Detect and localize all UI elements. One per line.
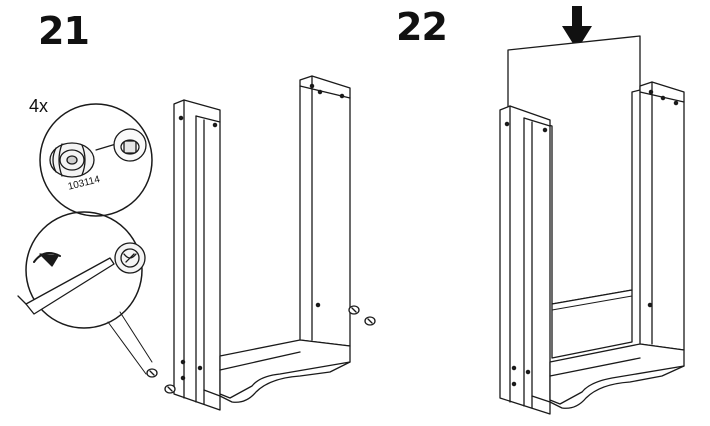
right-side-panel-22 xyxy=(639,81,685,351)
left-side-panel-22 xyxy=(499,105,551,415)
cam-locks xyxy=(146,305,376,394)
screwdriver-callout xyxy=(17,211,153,375)
bottom-panel-22 xyxy=(531,343,685,409)
step-22-drawing xyxy=(499,6,685,415)
cam-lock-callout xyxy=(39,103,153,217)
step-21-drawing xyxy=(17,75,376,411)
bottom-panel xyxy=(203,339,351,403)
right-side-panel xyxy=(299,75,351,347)
quantity-label: 4x xyxy=(29,96,49,116)
step-number-22: 22 xyxy=(396,5,448,49)
step-number-21: 21 xyxy=(38,9,90,53)
left-side-panel xyxy=(173,99,221,411)
down-arrow-icon xyxy=(562,6,592,50)
